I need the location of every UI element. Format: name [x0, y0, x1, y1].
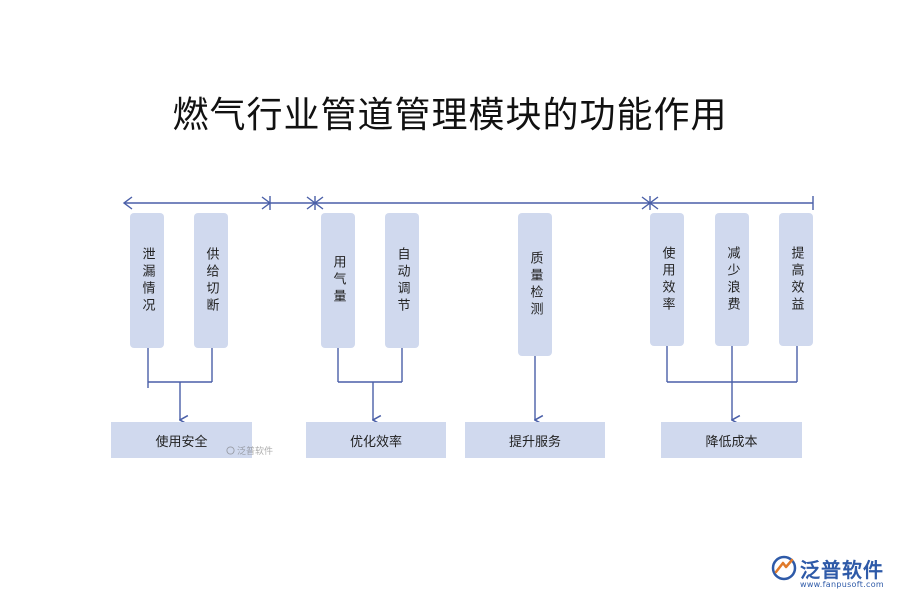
item-label: 减少浪费 [724, 245, 740, 314]
result-label: 降低成本 [705, 434, 758, 450]
result-safe-use: 使用安全 [111, 422, 252, 458]
item-gas-volume: 用气量 [321, 213, 355, 348]
item-raise-benefit: 提高效益 [779, 213, 813, 346]
brand-logo: 泛普软件 www.fanpusoft.com [770, 554, 892, 594]
brand-logo-icon [771, 555, 797, 581]
watermark-text: 泛普软件 [237, 447, 274, 457]
item-leak-status: 泄漏情况 [130, 213, 164, 348]
brand-name: 泛普软件 [800, 558, 884, 582]
watermark-logo-icon [226, 446, 235, 455]
item-label: 自动调节 [394, 246, 410, 315]
item-label: 提高效益 [788, 245, 804, 314]
brand-url: www.fanpusoft.com [800, 580, 884, 589]
item-auto-adjust: 自动调节 [385, 213, 419, 348]
result-improve-service: 提升服务 [465, 422, 605, 458]
result-label: 提升服务 [508, 434, 561, 450]
item-supply-cutoff: 供给切断 [194, 213, 228, 348]
diagram-title: 燃气行业管道管理模块的功能作用 [172, 95, 728, 136]
item-label: 质量检测 [527, 250, 543, 319]
arrowhead-left-1 [122, 196, 133, 210]
result-label: 使用安全 [155, 434, 208, 450]
item-label: 供给切断 [203, 246, 219, 315]
arrowhead-left-2 [313, 196, 324, 210]
item-reduce-waste: 减少浪费 [715, 213, 749, 346]
item-usage-efficiency: 使用效率 [650, 213, 684, 346]
arrowhead-left-3 [648, 196, 659, 210]
item-label: 使用效率 [659, 245, 675, 314]
item-label: 用气量 [330, 255, 346, 306]
watermark: 泛普软件 [226, 444, 273, 457]
result-label: 优化效率 [349, 434, 402, 450]
item-label: 泄漏情况 [139, 246, 155, 315]
item-quality-check: 质量检测 [518, 213, 552, 356]
result-optimize-efficiency: 优化效率 [306, 422, 446, 458]
result-reduce-cost: 降低成本 [661, 422, 802, 458]
